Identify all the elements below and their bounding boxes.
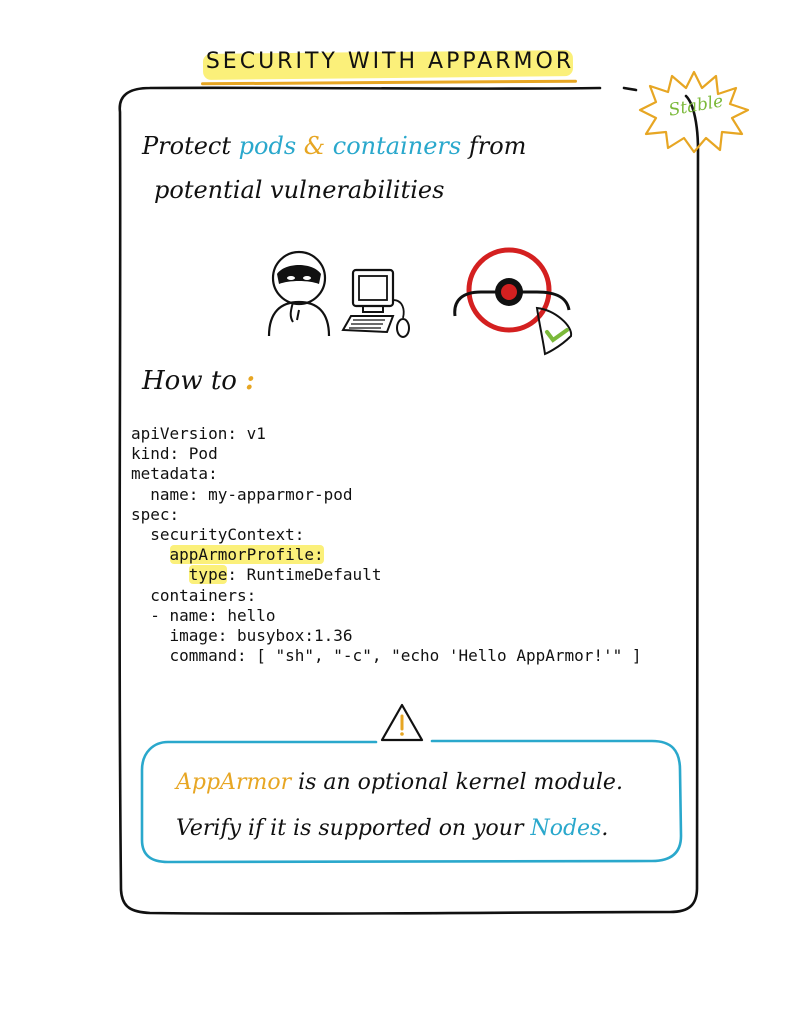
stable-badge: Stable: [636, 68, 752, 154]
code-line: name: my-apparmor-pod: [131, 484, 353, 504]
warning-note: AppArmor is an optional kernel module. V…: [176, 760, 666, 852]
note-line-2-prefix: Verify if it is supported on your: [176, 816, 531, 841]
nodes-word: Nodes: [530, 816, 602, 841]
apparmor-profile-text: appArmorProfile: [169, 545, 315, 565]
intro-line-2: potential vulnerabilities: [154, 176, 445, 204]
title-banner: SECURITY WITH APPARMOR: [195, 45, 585, 91]
code-line: containers:: [131, 585, 257, 605]
checkmark-icon: [545, 328, 569, 343]
howto-colon: :: [245, 366, 255, 396]
illustration: [267, 247, 573, 356]
starburst-icon: [638, 70, 750, 154]
security-shield-icon: [453, 247, 573, 356]
containers-word: containers: [332, 132, 462, 160]
computer-icon: [341, 268, 410, 338]
type-key: type: [188, 565, 228, 585]
code-colon: :: [314, 545, 324, 565]
title-underline: [200, 79, 578, 86]
intro-prefix: Protect: [142, 132, 239, 160]
hacker-icon: [267, 250, 331, 337]
howto-heading: How to :: [142, 366, 255, 396]
note-line-1: AppArmor is an optional kernel module.: [176, 760, 666, 806]
code-line: type: RuntimeDefault: [131, 565, 642, 585]
code-line: - name: hello: [131, 605, 276, 625]
code-line: image: busybox:1.36: [131, 626, 353, 646]
type-value: : RuntimeDefault: [227, 565, 382, 585]
code-line: securityContext:: [131, 525, 305, 545]
code-line: kind: Pod: [131, 444, 218, 464]
code-line: metadata:: [131, 464, 218, 484]
howto-label: How to: [142, 366, 237, 396]
warning-triangle-icon: [380, 703, 424, 742]
apparmor-word: AppArmor: [176, 770, 292, 795]
code-line: appArmorProfile:: [131, 545, 642, 565]
note-period: .: [601, 816, 609, 841]
code-line: apiVersion: v1: [131, 424, 266, 443]
intro-line-1: Protect pods & containers from: [142, 124, 582, 168]
code-indent: [131, 565, 189, 584]
code-line: command: [ "sh", "-c", "echo 'Hello AppA…: [131, 646, 642, 666]
pods-word: pods: [238, 132, 297, 160]
ampersand: &: [296, 132, 333, 160]
note-line-2: Verify if it is supported on your Nodes.: [176, 806, 666, 852]
intro-text: Protect pods & containers from potential…: [142, 124, 582, 212]
code-line: spec:: [131, 504, 180, 524]
note-line-1-rest: is an optional kernel module.: [291, 770, 623, 795]
apparmor-profile-key: appArmorProfile:: [169, 545, 324, 565]
intro-suffix: from: [461, 132, 527, 160]
page-title: SECURITY WITH APPARMOR: [205, 49, 575, 74]
code-indent: [131, 545, 170, 564]
